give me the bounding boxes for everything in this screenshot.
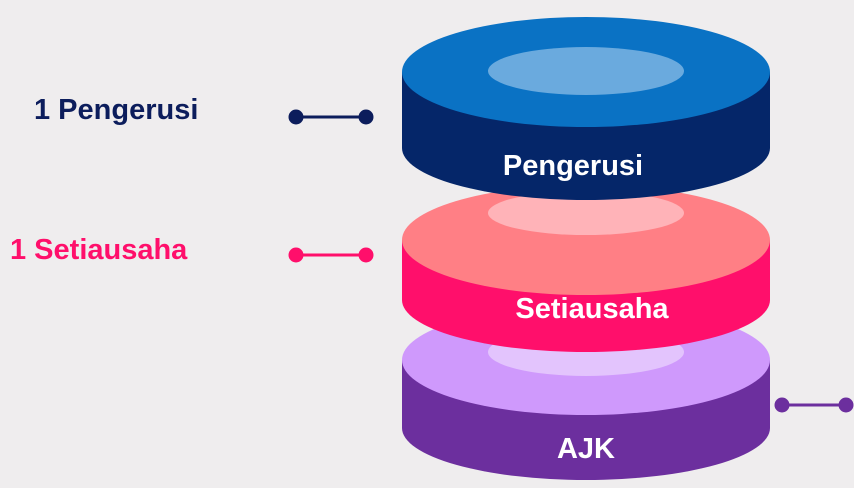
connector-ajk-dot-right [838,397,854,413]
connector-setiausaha-dot-left [288,247,304,263]
connector-pengerusi [288,109,374,125]
connector-ajk [774,397,854,413]
connector-ajk-dot-left [774,397,790,413]
layer-setiausaha: Setiausaha [402,185,770,352]
pengerusi-count-label: 1 Pengerusi [34,94,199,126]
layer-setiausaha-hole [488,191,684,235]
setiausaha-count-label: 1 Setiausaha [10,234,188,266]
connector-setiausaha [288,247,374,263]
layer-pengerusi: Pengerusi [402,17,770,200]
layer-pengerusi-hole [488,47,684,95]
layer-pengerusi-label: Pengerusi [503,150,643,182]
connector-pengerusi-dot-right [358,109,374,125]
layer-setiausaha-label: Setiausaha [515,293,669,325]
connector-pengerusi-dot-left [288,109,304,125]
layer-ajk-label: AJK [557,433,615,465]
connector-setiausaha-dot-right [358,247,374,263]
